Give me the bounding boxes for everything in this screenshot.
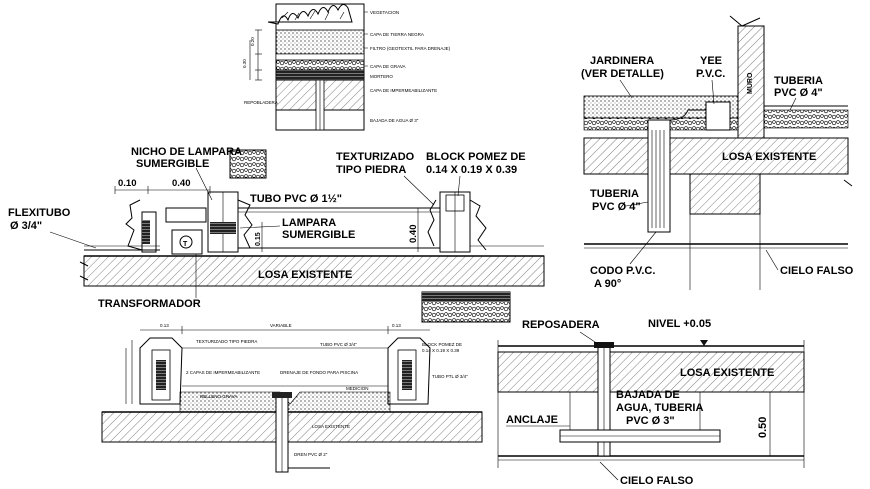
- nicho-label2: SUMERGIBLE: [136, 158, 209, 170]
- losa-label: LOSA EXISTENTE: [680, 367, 774, 379]
- anclaje-label: ANCLAJE: [506, 414, 558, 426]
- flexitubo-size: Ø 3/4": [10, 220, 42, 232]
- dim-label: 0.40: [408, 225, 419, 244]
- block-pomez-label: BLOCK POMEZ DE: [422, 342, 462, 347]
- nivel-label: NIVEL +0.05: [648, 318, 711, 330]
- muro-label: MURO: [747, 72, 754, 94]
- planter-layer-section: 0.20 0.30 VEGETACION CAPA DE TIERRA NEGR…: [242, 3, 451, 131]
- relleno-label: RELLENO GRAVA: [200, 394, 237, 399]
- cielo-falso-label: CIELO FALSO: [780, 265, 854, 277]
- tubo-ptl-label: TUBO PTL Ø 3/4": [432, 374, 468, 379]
- svg-text:0.30: 0.30: [242, 59, 247, 68]
- losa-label: LOSA EXISTENTE: [722, 151, 816, 163]
- agua-label: AGUA, TUBERIA: [616, 402, 703, 414]
- tuberia-right-label: TUBERIA: [774, 75, 823, 87]
- transformador-label: TRANSFORMADOR: [98, 298, 201, 310]
- lampara-label2: SUMERGIBLE: [282, 229, 355, 241]
- jardinera-detail: JARDINERA (VER DETALLE) YEE P.V.C. MURO …: [581, 15, 854, 290]
- capas-label: 2 CAPAS DE IMPERMEABILIZANTE: [186, 370, 260, 375]
- dren-label: DREN PVC Ø 2": [294, 452, 328, 457]
- dim-label: 0.15: [255, 232, 262, 246]
- ver-detalle-label: (VER DETALLE): [581, 68, 664, 80]
- losa-label: LOSA EXISTENTE: [312, 424, 350, 429]
- pvc4-right-label: PVC Ø 4": [774, 87, 823, 99]
- dim-label: 0.13: [160, 323, 169, 328]
- drain-detail: 0.50 REPOSADERA NIVEL +0.05 LOSA EXISTEN…: [497, 318, 805, 487]
- bajada-label: BAJADA DE: [616, 389, 680, 401]
- dim-label: 0.10: [118, 178, 137, 189]
- jardinera-label: JARDINERA: [590, 55, 654, 67]
- layer-label: VEGETACION: [370, 10, 399, 15]
- layer-label: CAPA DE GRAVA: [370, 64, 406, 69]
- layer-label: MORTERO: [370, 74, 393, 79]
- layer-left-label: REPOBLADERA: [244, 100, 278, 105]
- fountain-detail: T 0.10 0.40 0.40 0.15 NICHO DE LAMPARA S…: [8, 146, 545, 310]
- dim-label: 0.40: [172, 178, 191, 189]
- tipo-piedra-label: TIPO PIEDRA: [336, 164, 406, 176]
- flexitubo-label: FLEXITUBO: [8, 207, 71, 219]
- block-dims-label: 0.14 X 0.19 X 0.39: [422, 348, 460, 353]
- block-dims-label: 0.14 X 0.19 X 0.39: [426, 164, 517, 176]
- texturizado-label: TEXTURIZADO: [336, 151, 415, 163]
- pvc3-label: PVC Ø 3": [626, 415, 675, 427]
- codo-angle-label: A 90°: [594, 278, 621, 290]
- block-pomez-label: BLOCK POMEZ DE: [426, 151, 526, 163]
- codo-label: CODO P.V.C.: [590, 265, 655, 277]
- cielo-falso-label: CIELO FALSO: [620, 475, 694, 487]
- layer-label: BAJADA DE AGUA Ø 3": [370, 118, 419, 123]
- tuberia-left-label: TUBERIA: [590, 188, 639, 200]
- svg-text:0.20: 0.20: [250, 37, 255, 46]
- dim-label: VARIABLE: [270, 323, 292, 328]
- dim-050: 0.50: [757, 417, 769, 438]
- texturizado-label: TEXTURIZADO TIPO PIEDRA: [196, 339, 257, 344]
- drenaje-label: DRENAJE DE FONDO PARA PISCINA: [280, 370, 358, 375]
- medicion-label: MEDICION: [346, 386, 369, 391]
- layer-label: FILTRO (GEOTEXTIL PARA DRENAJE): [370, 46, 451, 51]
- yee-label: YEE: [700, 55, 722, 67]
- layer-label: CAPA DE TIERRA NEGRA: [370, 32, 424, 37]
- dim-label: 0.13: [392, 323, 401, 328]
- nicho-label: NICHO DE LAMPARA: [131, 146, 242, 158]
- losa-label: LOSA EXISTENTE: [258, 269, 352, 281]
- pvc4-left-label: PVC Ø 4": [592, 201, 641, 213]
- tubo-pvc-label: TUBO PVC Ø 1½": [250, 193, 342, 205]
- lampara-label: LAMPARA: [282, 217, 336, 229]
- pool-section: 0.13 VARIABLE 0.13 TEXTURIZADO TIPO PIED…: [101, 291, 511, 473]
- transformer-symbol: T: [183, 241, 188, 248]
- reposadera-label: REPOSADERA: [522, 319, 600, 331]
- layer-label: CAPA DE IMPERMEABILIZANTE: [370, 88, 437, 93]
- tubo-pvc-label: TUBO PVC Ø 3/4": [320, 342, 357, 347]
- yee-pvc-label: P.V.C.: [696, 68, 725, 80]
